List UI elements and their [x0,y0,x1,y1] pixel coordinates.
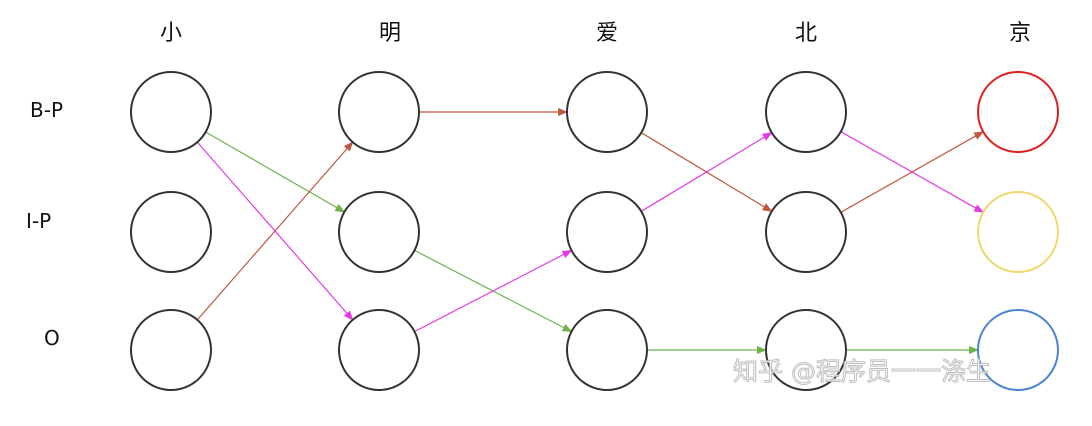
node-col1-bp [338,71,420,153]
column-header-2: 爱 [596,21,618,46]
column-header-1: 明 [379,21,401,46]
node-col3-ip [765,191,847,273]
row-label-bp: B-P [30,98,63,122]
edge-magenta-7 [640,132,773,212]
node-col4-ip [977,191,1059,273]
node-col0-bp [130,71,212,153]
edge-red-2 [196,141,354,321]
row-label-o: O [44,326,60,350]
node-col3-o [765,309,847,391]
node-col2-o [566,309,648,391]
node-col4-o [977,309,1059,391]
node-col0-o [130,309,212,391]
watermark: 知乎 @程序员一一涤生 [733,357,991,386]
node-col1-ip [338,191,420,273]
edge-red-10 [840,131,985,213]
row-label-ip: I-P [26,209,51,233]
column-header-4: 京 [1009,21,1031,46]
node-col0-ip [130,191,212,273]
column-header-3: 北 [795,21,817,46]
nodes-layer [130,71,1059,391]
edge-magenta-5 [414,249,573,333]
edges-layer [196,108,985,354]
node-col4-bp [977,71,1059,153]
node-col2-bp [566,71,648,153]
edge-green-0 [205,131,346,213]
node-col1-o [338,309,420,391]
node-col3-bp [765,71,847,153]
node-col2-ip [566,191,648,273]
column-header-0: 小 [160,21,182,46]
